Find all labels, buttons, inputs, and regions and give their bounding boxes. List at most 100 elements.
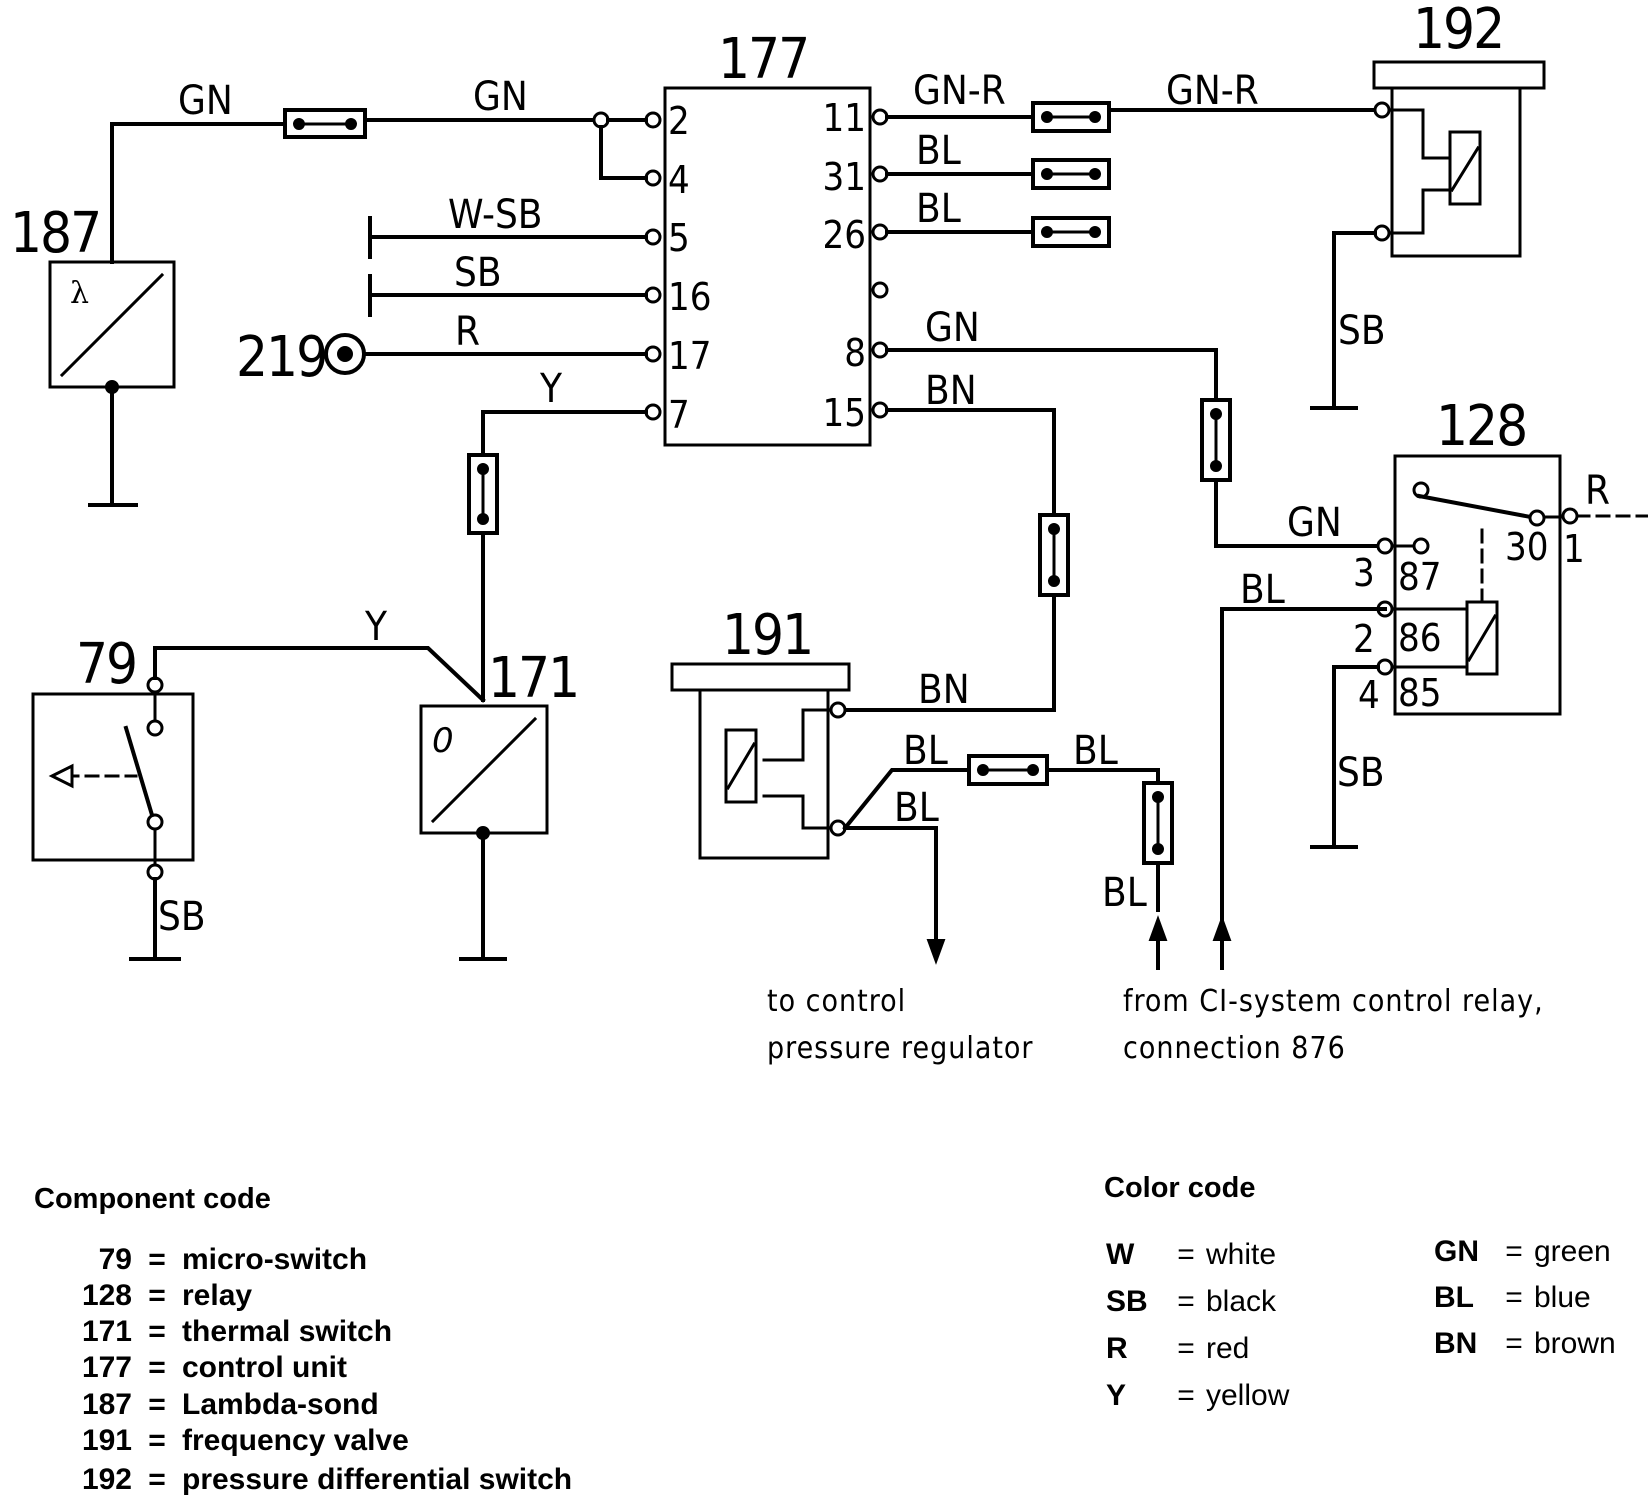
legend-name: relay [182, 1279, 253, 1312]
lambda-sond-187: λ 187 [10, 201, 176, 507]
note-from-relay-1: from CI-system control relay, [1123, 984, 1544, 1019]
wire-label: GN [925, 305, 980, 351]
color-name: yellow [1206, 1379, 1290, 1412]
notes: to control pressure regulator from CI-sy… [767, 984, 1544, 1066]
color-code: Y [1106, 1379, 1127, 1412]
relay-terminal: 87 [1398, 555, 1442, 599]
legend-row: 191=frequency valve [74, 1424, 409, 1458]
wire-label: SB [1338, 308, 1386, 354]
color-legend-row: R=red [1106, 1332, 1250, 1365]
wire-label: W-SB [448, 192, 543, 238]
wire-label: BN [925, 368, 977, 414]
wire-bl-26: BL [885, 186, 1111, 248]
micro-switch-79: 79 Y SB [31, 604, 486, 961]
color-legend-title: Color code [1104, 1172, 1256, 1204]
wire-label: BL [916, 128, 961, 174]
thermal-symbol: 0 [432, 721, 454, 761]
relay-pin: 3 [1353, 551, 1375, 595]
wire-gn-8: GN GN [885, 305, 1387, 548]
color-name: black [1206, 1285, 1277, 1318]
wire-label: SB [454, 250, 502, 296]
legend-name: micro-switch [182, 1243, 368, 1276]
wire-bl-31: BL [885, 128, 1111, 190]
color-legend-row: W=white [1106, 1238, 1277, 1271]
component-label-177: 177 [718, 27, 808, 92]
wire-gn-187: GN GN [110, 74, 648, 264]
control-unit-177: 177 2 4 5 16 17 7 11 31 26 8 15 [644, 27, 889, 447]
wire-label: GN-R [1166, 68, 1259, 114]
wire-sb-16: SB [368, 250, 648, 317]
relay-pin: 2 [1353, 617, 1375, 661]
color-legend-row: BN=brown [1434, 1327, 1616, 1360]
color-name: white [1206, 1238, 1277, 1271]
note-to-regulator-2: pressure regulator [767, 1031, 1034, 1066]
component-label-171: 171 [488, 646, 578, 711]
relay-pin: 30 [1505, 525, 1549, 569]
color-legend: Color code W=white SB=black R=red Y=yell… [1104, 1172, 1644, 1432]
component-label-219: 219 [236, 325, 326, 390]
relay-terminal: 85 [1398, 671, 1442, 715]
pressure-switch-192: 192 SB [1310, 0, 1546, 410]
pin-label: 5 [668, 216, 690, 260]
color-name: red [1206, 1332, 1250, 1365]
pin-label: 17 [668, 334, 712, 378]
legend-code: 192 [81, 1463, 132, 1496]
legend-name: Lambda-sond [182, 1388, 379, 1421]
legend-code: 171 [81, 1315, 132, 1348]
color-code: W [1106, 1238, 1135, 1271]
color-code: SB [1106, 1285, 1148, 1318]
pin-label: 4 [668, 158, 690, 202]
color-name: blue [1534, 1281, 1591, 1314]
relay-128: 128 3 2 4 30 1 87 86 85 BL SB R [1220, 394, 1648, 942]
pin-label: 11 [823, 96, 867, 140]
component-legend-title: Component code [34, 1183, 271, 1215]
wire-label: BN [918, 667, 970, 713]
legend-name: thermal switch [182, 1315, 393, 1348]
wire-y-7: Y [467, 366, 648, 702]
component-label-191: 191 [722, 603, 812, 668]
color-code: BN [1434, 1327, 1478, 1360]
legend-row: 171=thermal switch [74, 1315, 392, 1349]
color-legend-row: Y=yellow [1106, 1379, 1290, 1412]
note-to-regulator-1: to control [767, 984, 906, 1019]
component-legend: Component code 79=micro-switch 128=relay… [34, 1183, 734, 1503]
legend-code: 79 [98, 1243, 132, 1276]
wire-label: BL [903, 728, 948, 774]
wire-label: BL [1240, 567, 1285, 613]
pin-label: 31 [823, 155, 867, 199]
component-label-192: 192 [1413, 0, 1503, 62]
relay-pin: 1 [1563, 527, 1585, 571]
legend-row: 192=pressure differential switch [74, 1463, 572, 1497]
legend-code: 191 [81, 1424, 132, 1457]
wire-w-sb: W-SB [368, 192, 648, 259]
pin-label: 16 [668, 275, 712, 319]
relay-terminal: 86 [1398, 616, 1442, 660]
legend-name: pressure differential switch [182, 1463, 573, 1496]
wire-label: Y [539, 366, 563, 412]
pin-label: 26 [823, 213, 867, 257]
legend-row: 79=micro-switch [74, 1243, 367, 1277]
pin-label: 2 [668, 99, 690, 143]
color-code: R [1106, 1332, 1128, 1365]
wire-label: R [1585, 468, 1610, 514]
wire-label: R [455, 309, 480, 355]
color-legend-row: GN=green [1434, 1235, 1611, 1268]
color-legend-row: BL=blue [1434, 1281, 1591, 1314]
wire-label: GN [1287, 500, 1342, 546]
frequency-valve-191: 191 BL BL BL BL [670, 603, 1232, 970]
wire-gn-r: GN-R GN-R [885, 68, 1376, 133]
thermal-switch-171: 0 171 [419, 646, 580, 961]
legend-code: 187 [81, 1388, 132, 1421]
wire-bn-15: BN BN [837, 368, 1070, 713]
legend-code: 128 [81, 1279, 132, 1312]
legend-row: 187=Lambda-sond [74, 1388, 379, 1422]
legend-row: 177=control unit [74, 1351, 347, 1385]
color-legend-row: SB=black [1106, 1285, 1277, 1318]
wire-r-17: R 219 [236, 309, 648, 390]
wire-label: Y [364, 604, 388, 650]
wire-label: BL [894, 785, 939, 831]
legend-name: frequency valve [182, 1424, 409, 1457]
wire-label: BL [1073, 728, 1118, 774]
wire-label: GN-R [913, 68, 1006, 114]
